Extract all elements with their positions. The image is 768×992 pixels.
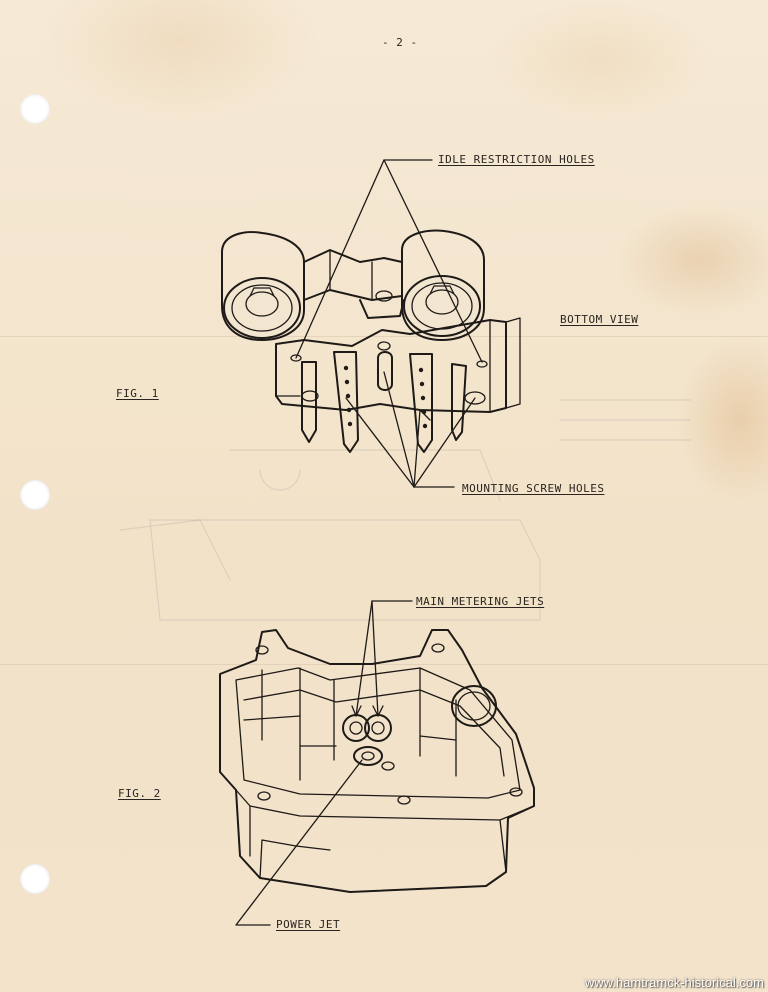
fig2-carburetor-bowl-drawing — [219, 600, 535, 926]
binder-hole — [20, 864, 50, 894]
fold-line — [0, 664, 768, 665]
callout-idle-restriction-holes: IDLE RESTRICTION HOLES — [438, 153, 595, 166]
binder-hole — [20, 94, 50, 124]
fold-line — [0, 336, 768, 337]
fig2-label: FIG. 2 — [118, 787, 161, 800]
bleed-through-ghost — [119, 399, 691, 621]
callout-power-jet: POWER JET — [276, 918, 341, 931]
page-number: - 2 - — [382, 36, 418, 49]
binder-hole — [20, 480, 50, 510]
fig1-label: FIG. 1 — [116, 387, 159, 400]
fig1-carburetor-drawing — [221, 159, 521, 488]
callout-main-metering-jets: MAIN METERING JETS — [416, 595, 545, 608]
callout-mounting-screw-holes: MOUNTING SCREW HOLES — [462, 482, 605, 495]
watermark: www.hamtramck-historical.com — [584, 975, 764, 990]
bottom-view-label: BOTTOM VIEW — [560, 313, 639, 326]
